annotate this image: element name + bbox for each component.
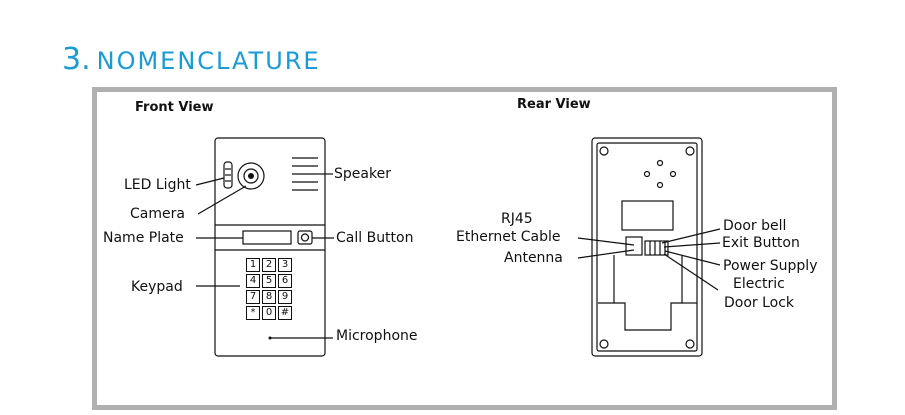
- label-led-light: LED Light: [124, 177, 191, 193]
- front-view-title: Front View: [135, 100, 214, 115]
- rear-view-title: Rear View: [517, 97, 591, 112]
- label-exit-button: Exit Button: [722, 235, 800, 251]
- label-name-plate: Name Plate: [103, 230, 184, 246]
- keypad-key: 8: [262, 290, 276, 304]
- keypad-key: 3: [278, 258, 292, 272]
- front-panel: [214, 137, 326, 357]
- keypad-key: 5: [262, 274, 276, 288]
- label-door-lock: Door Lock: [724, 295, 795, 311]
- label-ethernet-cable: Ethernet Cable: [456, 229, 561, 245]
- label-microphone: Microphone: [336, 328, 418, 344]
- section-title: NOMENCLATURE: [96, 47, 321, 75]
- terminal-block: [644, 240, 669, 256]
- label-speaker: Speaker: [334, 166, 391, 182]
- section-heading: 3.NOMENCLATURE: [62, 42, 321, 77]
- call-button: [297, 230, 313, 245]
- label-keypad: Keypad: [131, 279, 183, 295]
- label-camera: Camera: [130, 206, 185, 222]
- diagram-frame: [92, 87, 837, 410]
- led-light: [223, 161, 233, 189]
- speaker-grill: [292, 157, 318, 191]
- label-door-bell: Door bell: [723, 218, 787, 234]
- keypad-key: *: [246, 306, 260, 320]
- keypad-key: #: [278, 306, 292, 320]
- keypad-key: 2: [262, 258, 276, 272]
- front-device: [214, 137, 326, 357]
- label-antenna: Antenna: [504, 250, 563, 266]
- keypad-key: 4: [246, 274, 260, 288]
- keypad-key: 1: [246, 258, 260, 272]
- label-electric: Electric: [733, 276, 785, 292]
- rear-panel: [591, 137, 703, 357]
- section-number: 3.: [62, 42, 91, 77]
- camera-lens-outer: [237, 162, 265, 190]
- label-power-supply: Power Supply: [723, 258, 818, 274]
- keypad-key: 6: [278, 274, 292, 288]
- rear-label-plate: [621, 200, 674, 231]
- keypad-key: 7: [246, 290, 260, 304]
- rj45-port: [625, 236, 643, 256]
- keypad-key: 0: [262, 306, 276, 320]
- label-call-button: Call Button: [336, 230, 414, 246]
- label-rj45: RJ45: [501, 211, 533, 227]
- rear-device: [591, 137, 703, 357]
- camera-lens-inner: [243, 168, 259, 184]
- keypad-key: 9: [278, 290, 292, 304]
- name-plate: [242, 230, 292, 245]
